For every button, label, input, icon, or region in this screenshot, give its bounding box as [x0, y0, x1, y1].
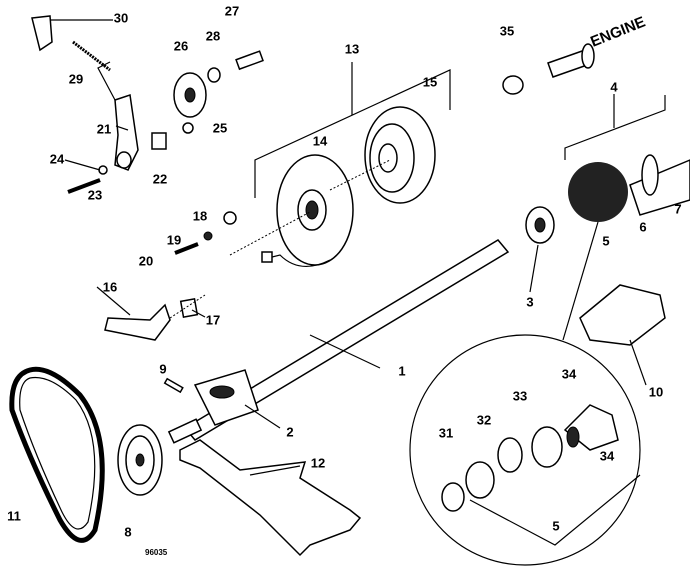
bracket-30 — [31, 15, 53, 52]
callout-16: 16 — [103, 279, 117, 294]
callout-6: 6 — [639, 219, 646, 234]
bearing — [209, 385, 235, 399]
callout-18: 18 — [193, 208, 207, 223]
callout-10: 10 — [649, 384, 663, 399]
detail-circle — [409, 334, 641, 566]
callout-2: 2 — [286, 424, 293, 439]
callout-12: 12 — [311, 455, 325, 470]
figure-code: 96035 — [145, 548, 168, 557]
callout-15: 15 — [423, 74, 437, 89]
bracket-10 — [579, 284, 666, 346]
callout-24: 24 — [50, 151, 65, 166]
callout-34: 34 — [562, 366, 577, 381]
callout-9: 9 — [159, 361, 166, 376]
callouts: 1 2 3 4 5 6 7 8 9 10 11 12 13 14 15 16 1… — [7, 3, 681, 557]
callout-20: 20 — [139, 253, 153, 268]
callout-22: 22 — [153, 171, 167, 186]
leader-lines — [50, 19, 647, 476]
coupler — [568, 162, 628, 222]
callout-25: 25 — [213, 120, 227, 135]
callout-26: 26 — [174, 38, 188, 53]
drive-shaft — [629, 159, 690, 216]
callout-4: 4 — [610, 79, 618, 94]
callout-35: 35 — [500, 23, 514, 38]
callout-5-detail: 5 — [552, 518, 559, 533]
bolt — [235, 50, 264, 71]
engine-label: ENGINE — [588, 13, 648, 50]
key — [163, 377, 184, 394]
callout-34-detail: 34 — [600, 448, 615, 463]
shaft-end — [167, 418, 203, 444]
callout-27: 27 — [225, 3, 239, 18]
callout-21: 21 — [97, 121, 111, 136]
callout-32: 32 — [477, 412, 491, 427]
spring — [72, 40, 111, 72]
spacer — [151, 132, 167, 150]
belt — [9, 366, 105, 543]
callout-11: 11 — [7, 508, 21, 523]
callout-30: 30 — [114, 10, 128, 25]
callout-8: 8 — [124, 524, 131, 539]
callout-14: 14 — [313, 133, 328, 148]
callout-1: 1 — [398, 363, 405, 378]
callout-31: 31 — [439, 425, 453, 440]
shaft — [183, 239, 510, 441]
callout-23: 23 — [88, 187, 102, 202]
mount-bracket — [179, 439, 362, 557]
callout-17: 17 — [206, 312, 220, 327]
callout-7: 7 — [674, 201, 681, 216]
callout-19: 19 — [167, 232, 181, 247]
bracket-16 — [104, 303, 171, 341]
callout-13: 13 — [345, 41, 359, 56]
callout-3: 3 — [526, 294, 533, 309]
callout-29: 29 — [69, 71, 83, 86]
callout-33: 33 — [513, 388, 527, 403]
drawing — [9, 15, 690, 566]
idler-arm — [114, 94, 139, 171]
callout-5: 5 — [602, 233, 609, 248]
spacer-35 — [502, 75, 524, 95]
callout-28: 28 — [206, 28, 220, 43]
